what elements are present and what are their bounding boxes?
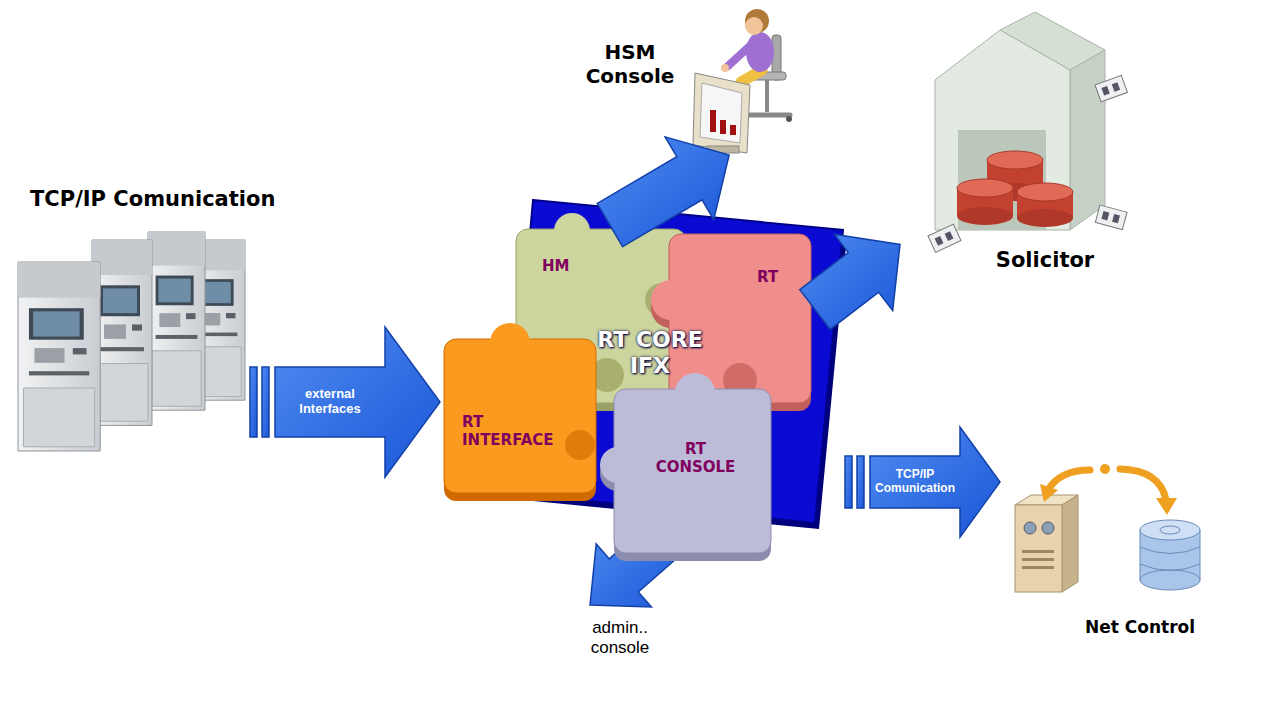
net-control: Net Control [1000,460,1225,650]
edge-label: TCP/IP Comunication [872,468,958,496]
hsm-console: HSM Console [575,5,805,155]
operator-figure [693,9,792,153]
block-arrow [597,137,729,247]
core-block: RT CORE IFXHMRTRT INTERFACERT CONSOLE [505,195,845,525]
puzzle-piece: RT INTERFACE [440,335,600,505]
arrow-body [275,327,440,477]
block-arrow [800,234,900,329]
arrow-tail-bar [250,367,257,437]
edge-label-holder: TCP/IP Comunication [872,468,958,496]
puzzle-piece: RT CONSOLE [610,385,775,565]
block-arrow [250,327,440,477]
label-holder: admin.. console [580,618,660,659]
node-title: HSM Console [575,40,685,88]
arrow-tail-bar [262,367,269,437]
piece-label: RT INTERFACE [462,413,562,449]
block-arrow [845,427,1000,537]
server-figure [1015,464,1200,592]
piece-label: RT [757,268,797,286]
edge-label: external Interfaces [285,387,375,417]
heading: TCP/IP Comunication [30,187,275,212]
piece-label: RT CONSOLE [648,440,743,476]
core-title: RT CORE IFX [590,327,710,380]
console-label: admin.. console [580,618,660,659]
edge-label-holder: external Interfaces [285,387,375,417]
arrow-tail-bar [845,456,852,508]
atm-machines [18,232,245,451]
solicitor: Solicitor [900,5,1180,290]
node-title: Net Control [1065,617,1215,637]
arrow-body [597,137,729,247]
arrow-body [800,234,900,329]
atm-group: TCP/IP Comunication [5,225,250,455]
piece-label: HM [542,257,592,275]
arrow-tail-bar [857,456,864,508]
arrow-body [870,427,1000,537]
node-title: Solicitor [985,248,1105,273]
storage-building [928,12,1127,252]
